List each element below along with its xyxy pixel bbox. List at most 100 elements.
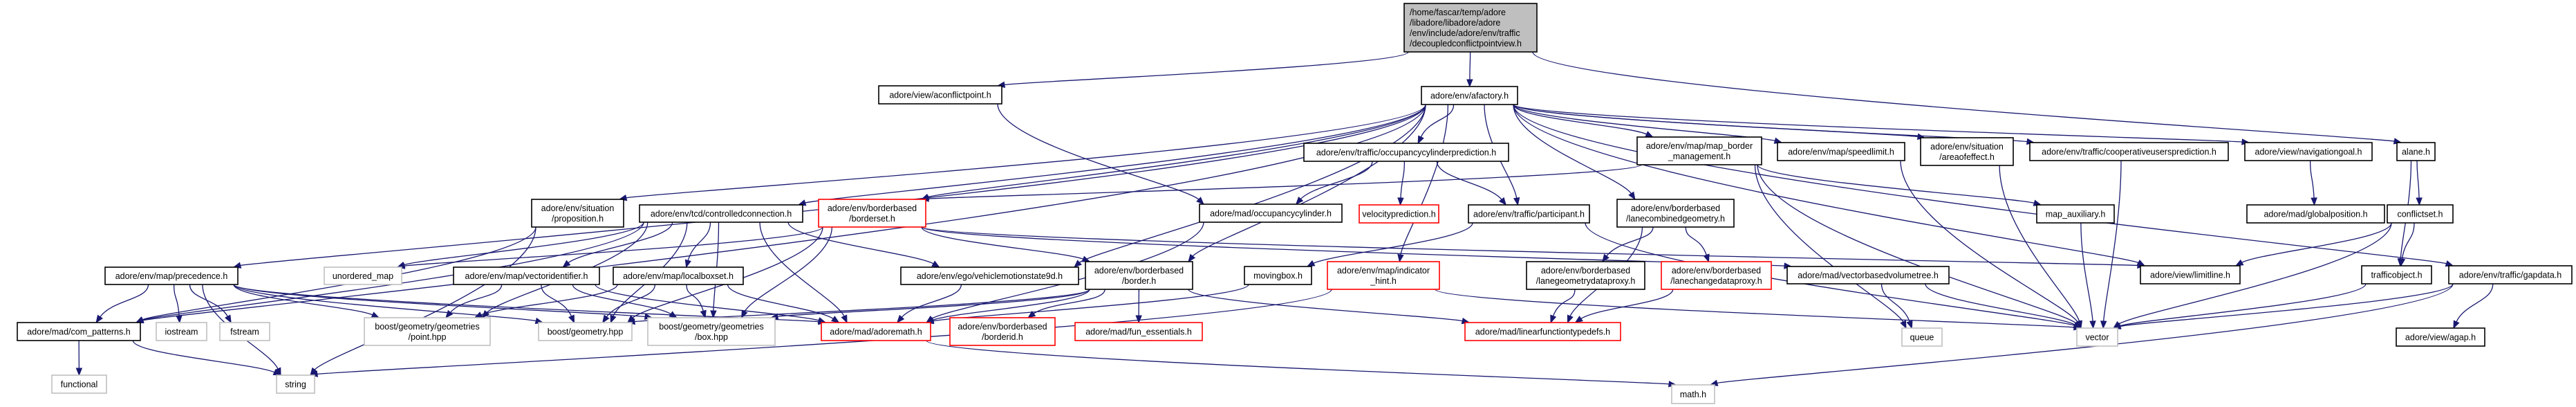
node-velocityprediction[interactable]: velocityprediction.h [1359,204,1439,224]
node-label: /lanegeometrydataproxy.h [1536,276,1636,286]
node-adoremath[interactable]: adore/mad/adoremath.h [821,322,931,341]
edge-vectoridentifier-to-box_hpp [572,284,672,315]
node-cooperativeusersprediction[interactable]: adore/env/traffic/cooperativeuserspredic… [2029,142,2229,161]
node-vector: vector [2076,327,2118,347]
node-label: functional [61,380,98,390]
arrowhead [445,309,454,319]
node-localboxset[interactable]: adore/env/map/localboxset.h [613,266,744,285]
node-box [2396,142,2436,161]
edge-participant-to-movingbox [1312,222,1473,264]
node-box [1616,199,1735,228]
edge-controlledconnection-to-adoremath [759,221,846,318]
arrowhead [931,260,940,268]
node-label: adore/env/map/localboxset.h [623,271,734,281]
edge-com_patterns-to-string [132,340,276,373]
node-label: adore/env/traffic/participant.h [1473,210,1585,219]
node-navigationgoal[interactable]: adore/view/navigationgoal.h [2244,142,2373,161]
node-label: adore/env/borderbased [828,204,917,213]
node-fstream: fstream [219,322,270,341]
arrowhead [2453,320,2460,329]
node-box [1786,266,1950,284]
node-speedlimit[interactable]: adore/env/map/speedlimit.h [1777,142,1905,161]
node-label: adore/env/traffic/occupancycylinderpredi… [1316,148,1496,158]
node-label: adore/env/tcd/controlledconnection.h [651,209,792,219]
node-label: adore/view/aconflictpoint.h [889,91,991,100]
node-occupancycylinderprediction[interactable]: adore/env/traffic/occupancycylinderpredi… [1303,143,1509,162]
node-map-border-management[interactable]: adore/env/map/map_border_management.h [1636,136,1762,165]
node-gapdata[interactable]: adore/env/traffic/gapdata.h [2448,265,2573,284]
arrowhead [1081,255,1091,262]
node-label: /point.hpp [409,332,447,342]
node-areaofeffect[interactable]: adore/env/situation/areaofeffect.h [1920,137,2014,166]
node-label: adore/env/map/indicator [1337,266,1430,275]
node-label: adore/mad/adoremath.h [830,327,922,337]
node-indicator-hint[interactable]: adore/env/map/indicator_hint.h [1327,261,1440,290]
nodes-layer: /home/fascar/temp/adore/libadore/libador… [17,3,2573,404]
node-label: adore/view/agap.h [2405,333,2476,343]
node-alane[interactable]: alane.h [2396,142,2436,161]
node-agap[interactable]: adore/view/agap.h [2396,327,2485,347]
node-controlledconnection[interactable]: adore/env/tcd/controlledconnection.h [639,204,803,223]
edge-afactory-to-proposition [625,104,1426,199]
node-label: /home/fascar/temp/adore [1410,8,1506,17]
node-afactory[interactable]: adore/env/afactory.h [1421,86,1518,105]
arrowhead [710,310,717,319]
node-iostream: iostream [156,322,207,341]
edge-afactory-to-areaofeffect [1513,104,1919,138]
node-vehiclemotionstate9d[interactable]: adore/env/ego/vehiclemotionstate9d.h [900,266,1079,285]
node-lanecombinedgeometry[interactable]: adore/env/borderbased/lanecombinedgeomet… [1616,199,1735,228]
node-limitline[interactable]: adore/view/limitline.h [2140,265,2241,284]
edge-precedence-to-iostream [173,284,180,317]
edge-border-to-box_hpp [776,289,1090,318]
edge-localboxset-to-adoremath [727,284,834,320]
edge-lanegeometrydataproxy-to-linearfunctiontypedefs [1552,289,1576,317]
node-label: adore/view/limitline.h [2150,271,2230,280]
arrowhead [601,314,610,324]
arrowhead [176,315,183,324]
node-label: math.h [1680,390,1706,399]
node-vectorbasedvolumetree[interactable]: adore/mad/vectorbasedvolumetree.h [1786,266,1950,284]
node-box [878,85,1002,105]
node-box [2448,265,2573,284]
node-conflictset[interactable]: conflictset.h [2387,204,2454,224]
node-functional: functional [51,374,107,394]
node-lanegeometrydataproxy[interactable]: adore/env/borderbased/lanegeometrydatapr… [1526,261,1645,290]
node-linearfunctiontypedefs[interactable]: adore/mad/linearfunctiontypedefs.h [1464,322,1621,341]
edge-controlledconnection-to-vectoridentifier [567,221,673,264]
node-box [2076,327,2118,347]
node-participant[interactable]: adore/env/traffic/participant.h [1468,204,1590,224]
edge-vectoridentifier-to-adoremath [595,284,820,321]
edge-precedence-to-adoremath [233,284,820,323]
node-proposition[interactable]: adore/env/situation/proposition.h [531,199,624,228]
node-fun-essentials[interactable]: adore/mad/fun_essentials.h [1074,322,1203,341]
arrowhead [2089,320,2096,329]
node-box [821,322,931,341]
node-border[interactable]: adore/env/borderbased/border.h [1085,261,1193,290]
node-vectoridentifier[interactable]: adore/env/map/vectoridentifier.h [453,266,600,285]
node-map-auxiliary[interactable]: map_auxiliary.h [2036,204,2115,224]
node-precedence[interactable]: adore/env/map/precedence.h [104,266,239,285]
arrowhead [831,316,840,323]
node-lanechangedataproxy[interactable]: adore/env/borderbased/lanechangedataprox… [1661,261,1772,290]
node-label: /borderset.h [849,214,895,224]
node-borderid[interactable]: adore/env/borderbased/borderid.h [949,317,1056,346]
node-box [156,322,207,341]
node-label: /border.h [1122,276,1156,286]
arrowhead [95,314,103,324]
edge-controlledconnection-to-localboxset [687,221,711,262]
node-string: string [276,374,315,394]
node-label: adore/mad/fun_essentials.h [1085,327,1192,337]
node-occupancycylinder[interactable]: adore/mad/occupancycylinder.h [1199,204,1343,223]
node-box [364,317,491,346]
node-aconflictpoint[interactable]: adore/view/aconflictpoint.h [878,85,1002,105]
node-movingbox[interactable]: movingbox.h [1244,266,1312,285]
edge-adoremath-to-math_h [926,340,1670,385]
node-com-patterns[interactable]: adore/mad/com_patterns.h [17,322,141,341]
node-trafficobject[interactable]: trafficobject.h [2361,265,2432,284]
node-root[interactable]: /home/fascar/temp/adore/libadore/libador… [1403,3,1538,53]
edge-conflictset-to-vector [2118,222,2392,325]
node-box [1920,137,2014,166]
node-globalposition[interactable]: adore/mad/globalposition.h [2246,204,2385,224]
node-box [17,322,141,341]
node-borderset[interactable]: adore/env/borderbased/borderset.h [818,199,926,228]
